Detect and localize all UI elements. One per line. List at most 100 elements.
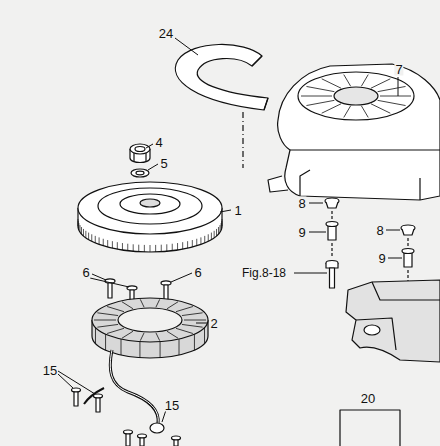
- ring-gear-teeth: [112, 241, 113, 248]
- grommet: [325, 198, 415, 235]
- center-line: [242, 112, 243, 168]
- clamp-bolt: [72, 388, 181, 446]
- callout-number: 24: [158, 27, 174, 40]
- stator-coils: [179, 339, 180, 355]
- leader-line: [196, 323, 207, 324]
- clamp-bolt: [74, 392, 78, 406]
- group-bracket: [340, 410, 400, 446]
- ring-gear-teeth: [192, 240, 193, 247]
- ring-gear-teeth: [78, 219, 79, 226]
- stator-wire: [110, 350, 158, 424]
- callout-number: 9: [377, 252, 386, 265]
- ring-gear-teeth: [196, 239, 197, 246]
- ring-gear-teeth: [138, 245, 139, 252]
- flywheel: [140, 199, 160, 207]
- callout-number: 6: [193, 266, 202, 279]
- bushing: [402, 249, 414, 254]
- stator-coils: [107, 307, 124, 312]
- stator-coils: [140, 333, 144, 341]
- stator-coils: [139, 342, 140, 358]
- mount-bolt: [330, 268, 335, 288]
- callout-number: 9: [297, 226, 306, 239]
- bushing: [326, 222, 414, 268]
- leader-line: [388, 258, 402, 259]
- callout-number: 8: [297, 197, 306, 210]
- stator-coils: [122, 302, 133, 309]
- stator-coils: [95, 328, 96, 344]
- flywheel-cover: [268, 176, 288, 192]
- clamp-bolt: [96, 398, 100, 412]
- assembly-line: [407, 270, 408, 282]
- callout-number: 1: [233, 204, 242, 217]
- assembly-line: [332, 211, 408, 282]
- ring-gear-teeth: [166, 244, 167, 251]
- ring-gear-teeth: [187, 241, 188, 248]
- stator-coils: [97, 324, 118, 327]
- leader-line: [162, 410, 166, 422]
- stator-coils: [105, 334, 106, 350]
- callout-number: 6: [81, 266, 90, 279]
- bushing: [326, 222, 338, 227]
- leader-line: [175, 38, 198, 55]
- callout-number: 8: [375, 224, 384, 237]
- flywheel-cover: [268, 64, 440, 200]
- assembly-line: [331, 211, 332, 221]
- stator-bolt: [164, 285, 168, 300]
- callout-number: 15: [164, 399, 180, 412]
- mounting-bracket: [346, 280, 440, 362]
- ring-gear-teeth: [204, 236, 205, 243]
- cover-fins: [322, 79, 341, 88]
- flywheel-nut: [135, 147, 145, 152]
- stator-wire: [84, 350, 164, 433]
- flywheel-cover: [278, 64, 440, 200]
- cover-fins: [378, 86, 406, 91]
- callout-number: Fig.8-18: [241, 267, 287, 279]
- stator-coils: [94, 299, 206, 357]
- callout-number: 5: [159, 157, 168, 170]
- cover-fins: [306, 100, 334, 105]
- cover-fins: [306, 86, 334, 91]
- stator-coils: [167, 302, 178, 309]
- leader-line: [146, 144, 153, 148]
- stator-bolt: [108, 283, 112, 298]
- flywheel-cover: [298, 72, 414, 120]
- ring-gear-teeth: [144, 245, 145, 252]
- cover-fins: [378, 100, 406, 105]
- ring-gear-teeth: [78, 219, 222, 252]
- stator: [92, 298, 208, 342]
- ring-gear-teeth: [122, 243, 123, 250]
- ring-gear-teeth: [161, 245, 162, 252]
- flywheel-cover: [290, 150, 440, 200]
- cover-fins: [361, 106, 368, 118]
- stator-coils: [204, 328, 205, 344]
- ring-gear-teeth: [172, 244, 173, 251]
- stator: [118, 308, 182, 332]
- stator-coils: [167, 331, 178, 338]
- leader-line: [294, 273, 327, 274]
- group-bracket: [340, 410, 400, 446]
- ring-gear-teeth: [107, 240, 108, 247]
- flywheel: [98, 188, 202, 224]
- flywheel: [120, 194, 180, 214]
- cover-fins: [301, 96, 332, 97]
- leader-line: [309, 203, 323, 204]
- ring-gear-teeth: [208, 234, 209, 241]
- flywheel-cover: [334, 87, 378, 105]
- ring-gear-teeth: [221, 223, 222, 230]
- clamp-bolt: [174, 440, 178, 446]
- assembly-line: [331, 243, 332, 258]
- ring-gear-teeth: [214, 231, 215, 238]
- ring-gear-teeth: [79, 225, 80, 232]
- mount-bolt: [326, 263, 338, 268]
- cover-fins: [322, 104, 341, 113]
- washer: [136, 171, 144, 175]
- ring-gear-teeth: [91, 234, 92, 241]
- flywheel-nut: [130, 144, 150, 154]
- leader-line: [309, 232, 326, 233]
- ring-gear-teeth: [200, 237, 201, 244]
- cover-fins: [301, 75, 411, 118]
- ring-gear-teeth: [177, 243, 178, 250]
- ring-gear-teeth: [133, 244, 134, 251]
